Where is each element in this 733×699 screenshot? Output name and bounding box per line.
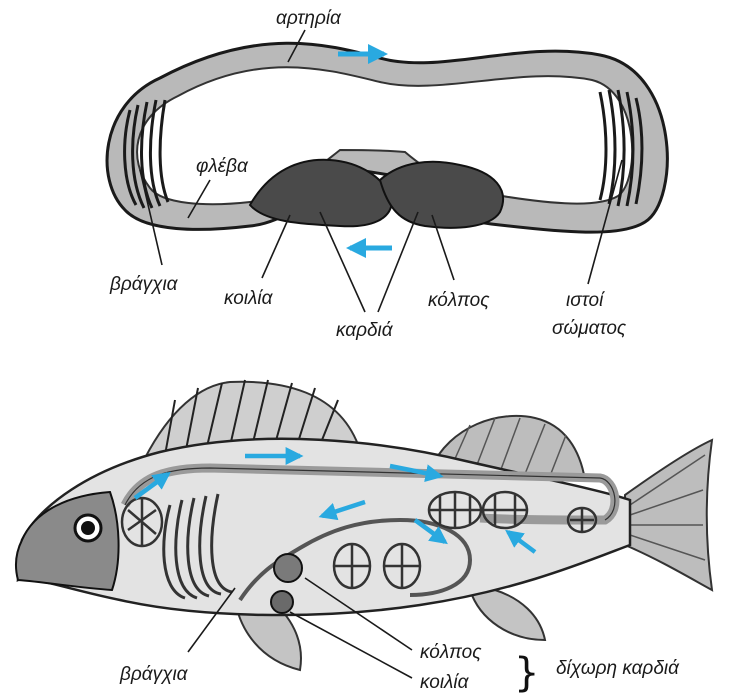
label-body-tissues-1: ιστοί	[566, 290, 605, 311]
leader-ventricle	[262, 215, 290, 278]
leader-heart-2	[378, 212, 418, 312]
label-artery: αρτηρία	[276, 8, 342, 29]
leader-fish-ventricle	[290, 612, 412, 678]
schematic-loop: αρτηρία φλέβα βράγχια κοιλία καρδιά κόλπ…	[107, 8, 667, 341]
fish-illustration: βράγχια κόλπος κοιλία } δίχωρη καρδιά	[16, 380, 712, 696]
label-two-chambered-heart: δίχωρη καρδιά	[556, 658, 680, 679]
label-vein: φλέβα	[196, 156, 249, 177]
heart-brace: }	[514, 650, 539, 696]
label-atrium: κόλπος	[428, 290, 490, 311]
label-fish-atrium: κόλπος	[420, 642, 482, 663]
tail-fin	[625, 440, 712, 590]
anal-fin	[470, 590, 545, 640]
fish-pupil	[81, 521, 95, 535]
heart-atrium	[274, 554, 302, 582]
label-fish-ventricle: κοιλία	[420, 672, 470, 693]
label-ventricle: κοιλία	[224, 288, 274, 309]
label-gills-bottom: βράγχια	[119, 664, 189, 685]
fish-head	[16, 492, 119, 590]
heart-ventricle	[271, 591, 293, 613]
label-heart: καρδιά	[336, 320, 394, 341]
label-body-tissues-2: σώματος	[552, 318, 627, 339]
label-gills-top: βράγχια	[109, 274, 179, 295]
